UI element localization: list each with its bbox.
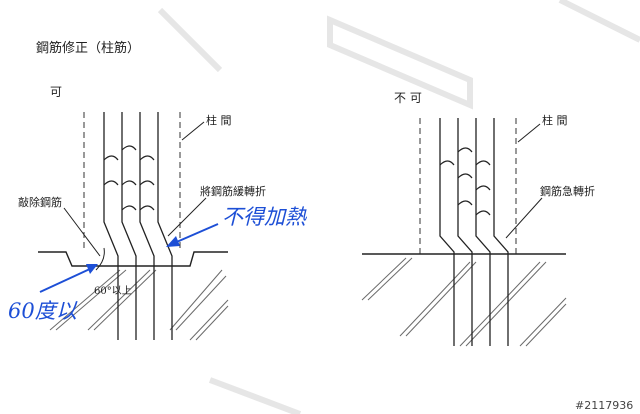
leader-slow-bend xyxy=(167,197,207,237)
right-rebar-3 xyxy=(475,118,491,346)
watermark-id: #2117936 xyxy=(575,399,633,412)
remove-rebar-label: 敲除鋼筋 xyxy=(18,195,62,209)
right-diagram: 不 可 xyxy=(361,91,595,347)
no-heating-arrow-line xyxy=(171,223,219,245)
left-column-gap-label: 柱 間 xyxy=(206,113,232,127)
leader-remove-rebar xyxy=(63,207,101,257)
background-sketch xyxy=(157,0,640,414)
right-rebar-2 xyxy=(457,118,473,346)
left-rebar-1 xyxy=(103,112,119,340)
angle-arrow-line xyxy=(39,267,93,293)
no-heating-arrow-head xyxy=(166,236,180,247)
leader-column-gap-left xyxy=(181,121,205,141)
no-heating-annotation: 不得加熱 xyxy=(222,205,307,229)
right-stirrup-hooks xyxy=(439,147,491,216)
blue-annotations: 不得加熱 60度以 xyxy=(8,205,307,323)
angle-annotation: 60度以 xyxy=(8,299,78,323)
right-rebar-4 xyxy=(493,118,509,346)
angle-label: 60°以上 xyxy=(94,285,132,297)
left-slab-surface xyxy=(38,251,228,267)
angle-arrow-head xyxy=(86,264,98,274)
angle-arc xyxy=(95,247,105,271)
right-rebars xyxy=(439,118,509,346)
right-slab-hatch xyxy=(361,257,567,347)
slow-bend-label: 將鋼筋緩轉折 xyxy=(200,184,266,198)
page-title: 鋼筋修正（柱筋） xyxy=(36,40,140,56)
left-rebar-2 xyxy=(121,112,137,340)
leader-column-gap-right xyxy=(517,123,541,143)
right-rebar-1 xyxy=(439,118,455,346)
left-heading: 可 xyxy=(50,85,62,99)
leader-sharp-bend xyxy=(505,197,543,239)
right-column-gap-label: 柱 間 xyxy=(542,113,568,127)
left-slab-hatch xyxy=(49,269,229,341)
left-diagram: 可 xyxy=(18,85,266,341)
left-rebar-4 xyxy=(157,112,173,340)
left-stirrup-hooks xyxy=(103,145,155,211)
right-heading: 不 可 xyxy=(394,91,422,105)
watermark-badge xyxy=(572,396,638,412)
sharp-bend-label: 鋼筋急轉折 xyxy=(540,184,595,198)
left-rebar-3 xyxy=(139,112,155,340)
left-rebars xyxy=(103,112,173,340)
